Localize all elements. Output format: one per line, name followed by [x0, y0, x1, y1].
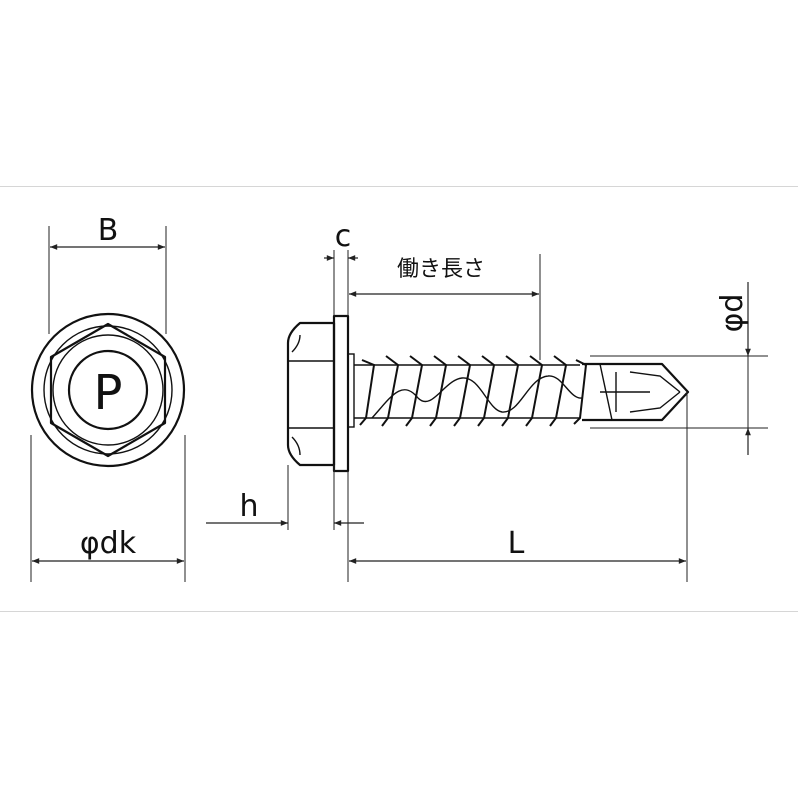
dimension-L: L — [347, 392, 688, 582]
hex-head-outline — [49, 322, 167, 458]
head-mark-label: P — [94, 365, 123, 421]
phi-d-label: φd — [715, 294, 750, 333]
dimension-h: h — [206, 465, 364, 530]
washer-inner-circle — [43, 325, 173, 455]
seal-washer — [347, 353, 355, 428]
thread-helix — [371, 375, 583, 419]
screw-side-view — [286, 314, 690, 473]
phi-dk-label: φdk — [80, 526, 137, 561]
dimension-phi-dk: φdk — [30, 435, 186, 582]
c-label: c — [335, 219, 352, 254]
drill-point — [582, 362, 690, 422]
thread-flights — [359, 355, 588, 427]
h-label: h — [239, 489, 258, 524]
hex-chamfer-top — [291, 334, 301, 353]
dimension-c: c — [324, 219, 358, 316]
washer-flange — [332, 314, 350, 473]
head-center-circle — [67, 349, 149, 431]
L-label: L — [508, 526, 525, 561]
working-length-label: 働き長さ — [397, 257, 485, 282]
hex-chamfer-bottom — [291, 436, 301, 456]
dimension-B: B — [48, 213, 167, 334]
washer-outer-circle — [30, 312, 186, 468]
hex-chamfer-circle — [52, 334, 164, 446]
dimension-phi-d: φd — [590, 282, 768, 455]
hex-head-side — [286, 321, 336, 467]
drawing-frame — [0, 186, 798, 612]
head-end-view: P — [30, 312, 186, 468]
B-label: B — [98, 213, 119, 248]
flute-edge-bottom — [629, 391, 681, 413]
dimension-working-length: 働き長さ — [349, 254, 541, 360]
flute-edge-top — [629, 371, 681, 393]
